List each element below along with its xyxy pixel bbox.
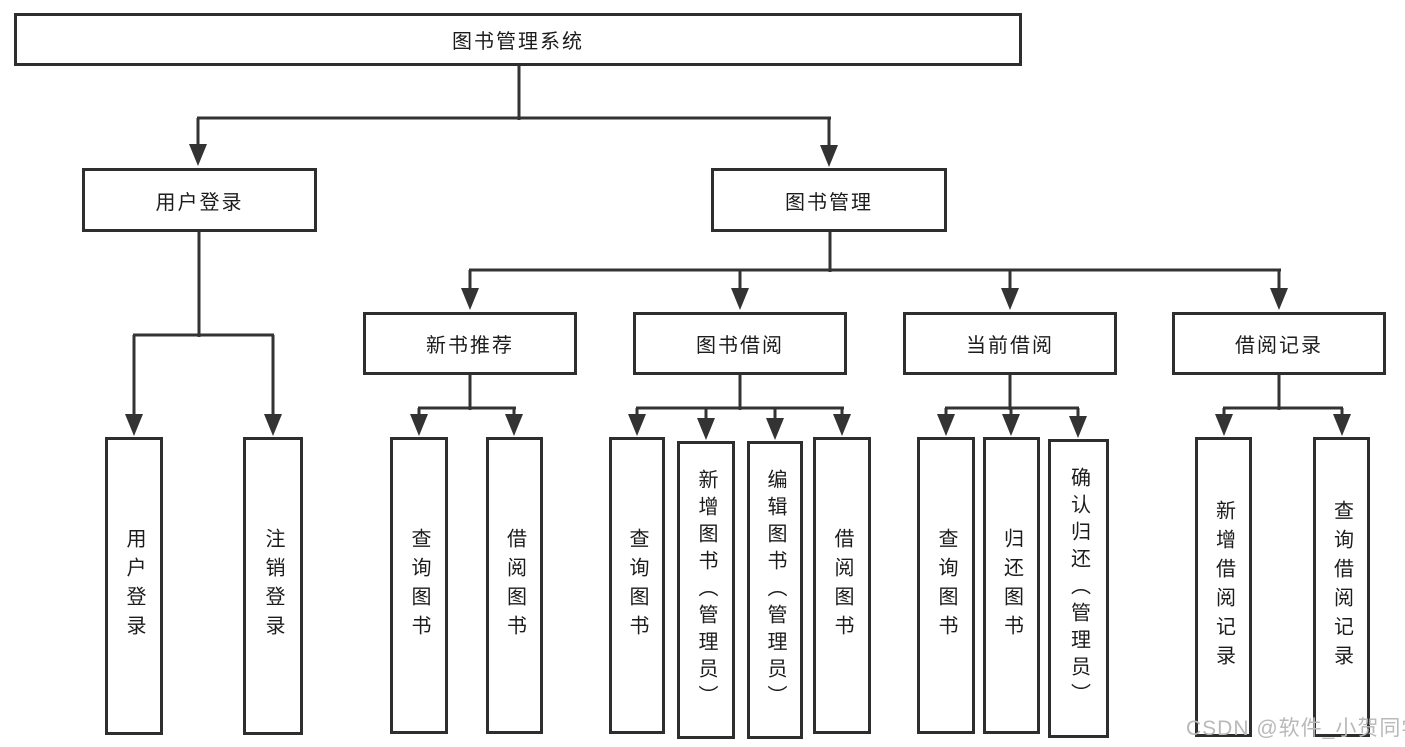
leaf-borrow-books: 借阅图书 <box>813 437 871 734</box>
leaf-logout: 注销登录 <box>243 437 303 735</box>
leaf-query-borrow-record: 查询借阅记录 <box>1313 437 1370 737</box>
connector-records-to-leaves <box>1215 375 1351 436</box>
leaf-confirm-return-admin: 确认归还（管理员） <box>1048 439 1109 738</box>
leaf-recommend-borrow-books: 借阅图书 <box>486 437 543 734</box>
node-root: 图书管理系统 <box>14 13 1022 66</box>
leaf-borrow-query-books: 查询图书 <box>609 437 665 734</box>
node-book-management: 图书管理 <box>711 168 947 232</box>
node-current-borrow: 当前借阅 <box>903 312 1117 375</box>
leaf-edit-books-admin: 编辑图书（管理员） <box>747 441 803 739</box>
connector-login-to-leaves <box>125 232 282 436</box>
leaf-recommend-query-books: 查询图书 <box>390 437 448 734</box>
connector-bookmgmt-to-level2 <box>461 232 1288 310</box>
leaf-add-borrow-record: 新增借阅记录 <box>1195 437 1252 737</box>
watermark: CSDN @软件_小贺同学 <box>1186 717 1405 740</box>
connector-current-to-leaves <box>937 375 1087 438</box>
leaf-current-query-books: 查询图书 <box>917 437 975 734</box>
leaf-add-books-admin: 新增图书（管理员） <box>677 441 735 739</box>
leaf-user-login: 用户登录 <box>105 437 163 735</box>
node-user-login: 用户登录 <box>82 168 317 232</box>
connector-borrow-to-leaves <box>628 375 851 440</box>
node-new-book-recommend: 新书推荐 <box>363 312 577 375</box>
node-book-borrow: 图书借阅 <box>633 312 847 375</box>
leaf-return-books: 归还图书 <box>983 437 1040 734</box>
connector-root-to-level1 <box>189 66 838 167</box>
connector-recommend-to-leaves <box>410 375 523 436</box>
node-borrow-records: 借阅记录 <box>1172 312 1386 375</box>
